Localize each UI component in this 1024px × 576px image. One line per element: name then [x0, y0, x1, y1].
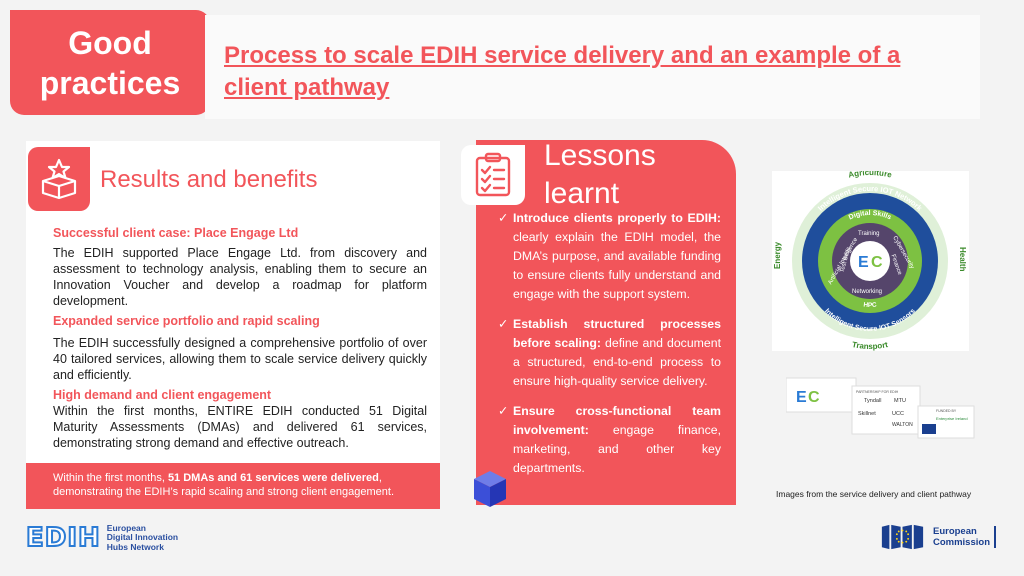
lesson-item: ✓ Ensure cross-functional team involvemen…	[498, 402, 721, 478]
section-subheading: Expanded service portfolio and rapid sca…	[53, 314, 320, 328]
wheel-core-top: Training	[858, 231, 879, 237]
lesson-item: ✓ Establish structured processes before s…	[498, 315, 721, 391]
section-text: The EDIH successfully designed a compreh…	[53, 336, 427, 382]
ec-text: European Commission	[933, 526, 996, 548]
wheel-outer-right: Health	[958, 247, 967, 272]
partner-mtu: MTU	[894, 398, 906, 404]
svg-text:Transport: Transport	[851, 340, 889, 351]
wheel-inner-bottom: HPC	[863, 302, 877, 310]
edih-logo-text: European Digital Innovation Hubs Network	[106, 522, 179, 553]
wheel-outer-left: Energy	[773, 241, 782, 269]
clipboard-checklist-icon	[461, 145, 525, 205]
lesson-text: engage finance, marketing, and other key…	[513, 423, 721, 475]
lessons-heading-line2: learnt	[544, 177, 620, 210]
svg-text:HPC: HPC	[863, 302, 877, 310]
funder: Enterprise Ireland	[936, 416, 968, 421]
services-wheel-image: E C Intelligent Secure IOT Network Intel…	[772, 168, 969, 351]
svg-text:E: E	[796, 389, 807, 406]
wheel-core-bottom: Networking	[852, 289, 882, 295]
results-panel: Results and benefits Successful client c…	[26, 141, 440, 509]
edih-mark: EDIH	[25, 522, 101, 554]
lesson-bold: Establish structured processes before sc…	[513, 317, 721, 350]
gift-box-icon	[28, 147, 90, 211]
svg-text:C: C	[808, 389, 820, 406]
callout-bold: 51 DMAs and 61 services were delivered	[167, 472, 379, 484]
funded-by: FUNDED BY	[936, 409, 957, 413]
check-icon: ✓	[498, 317, 509, 331]
lesson-text: clearly explain the EDIH model, the DMA’…	[513, 230, 721, 301]
section-text: Within the first months, ENTIRE EDIH con…	[53, 404, 427, 450]
partner-skillnet: Skillnet	[858, 411, 876, 417]
lessons-heading-line1: Lessons	[544, 139, 656, 172]
wheel-outer-top: Agriculture	[847, 168, 893, 180]
partner-walton: WALTON	[892, 422, 913, 428]
lesson-item: ✓ Introduce clients properly to EDIH: cle…	[498, 209, 721, 304]
page-title: Process to scale EDIH service delivery a…	[224, 40, 964, 104]
svg-text:Agriculture: Agriculture	[847, 171, 893, 180]
section-subheading: High demand and client engagement	[53, 388, 272, 402]
cube-icon	[474, 471, 506, 507]
badge-line2: practices	[39, 64, 181, 101]
results-callout: Within the first months, 51 DMAs and 61 …	[26, 463, 440, 509]
ec-line1: European	[932, 526, 977, 537]
check-icon: ✓	[498, 211, 509, 225]
images-caption: Images from the service delivery and cli…	[776, 489, 972, 499]
partners-heading: PARTNERSHIP FOR EDIH	[856, 390, 899, 394]
section-subheading: Successful client case: Place Engage Ltd	[53, 226, 299, 240]
badge-line1: Good	[68, 24, 152, 61]
lesson-bold: Introduce clients properly to EDIH:	[513, 211, 721, 225]
good-practices-badge: Good practices	[10, 10, 210, 115]
svg-text:E: E	[858, 254, 869, 271]
results-heading: Results and benefits	[100, 166, 318, 193]
results-body: Successful client case: Place Engage Ltd…	[53, 225, 427, 451]
callout-prefix: Within the first months,	[53, 472, 168, 484]
callout-suffix: , demonstrating the EDIH’s rapid scaling…	[53, 472, 394, 498]
partner-ucc: UCC	[892, 411, 904, 417]
lesson-bold: Ensure cross-functional team involvement…	[513, 404, 721, 437]
svg-text:Digital Skills: Digital Skills	[848, 210, 892, 222]
partner-tyndall: Tyndall	[864, 398, 881, 404]
title-line2: client pathway	[224, 74, 390, 101]
edih-line3: Hubs Network	[106, 541, 164, 552]
title-line1: Process to scale EDIH service delivery a…	[224, 42, 901, 69]
european-commission-logo: European Commission	[880, 521, 996, 553]
eu-flag-icon	[881, 524, 924, 550]
title-band	[205, 15, 980, 119]
edih-line2: Digital Innovation	[106, 532, 179, 543]
check-icon: ✓	[498, 404, 509, 418]
edih-line1: European	[106, 522, 146, 533]
wheel-inner-top: Digital Skills	[848, 210, 892, 222]
partner-logos-image: E C PARTNERSHIP FOR EDIH Tyndall MTU Ski…	[786, 377, 975, 439]
ec-line2: Commission	[932, 537, 990, 548]
lessons-list: ✓ Introduce clients properly to EDIH: cle…	[498, 209, 721, 489]
edih-logo: EDIH European Digital Innovation Hubs Ne…	[25, 522, 186, 554]
lessons-heading: Lessons learnt	[544, 137, 656, 213]
section-text: The EDIH supported Place Engage Ltd. fro…	[53, 246, 427, 308]
wheel-outer-bottom: Transport	[851, 340, 889, 351]
lesson-text: define and document a structured, end-to…	[513, 336, 721, 388]
svg-text:C: C	[871, 254, 883, 271]
